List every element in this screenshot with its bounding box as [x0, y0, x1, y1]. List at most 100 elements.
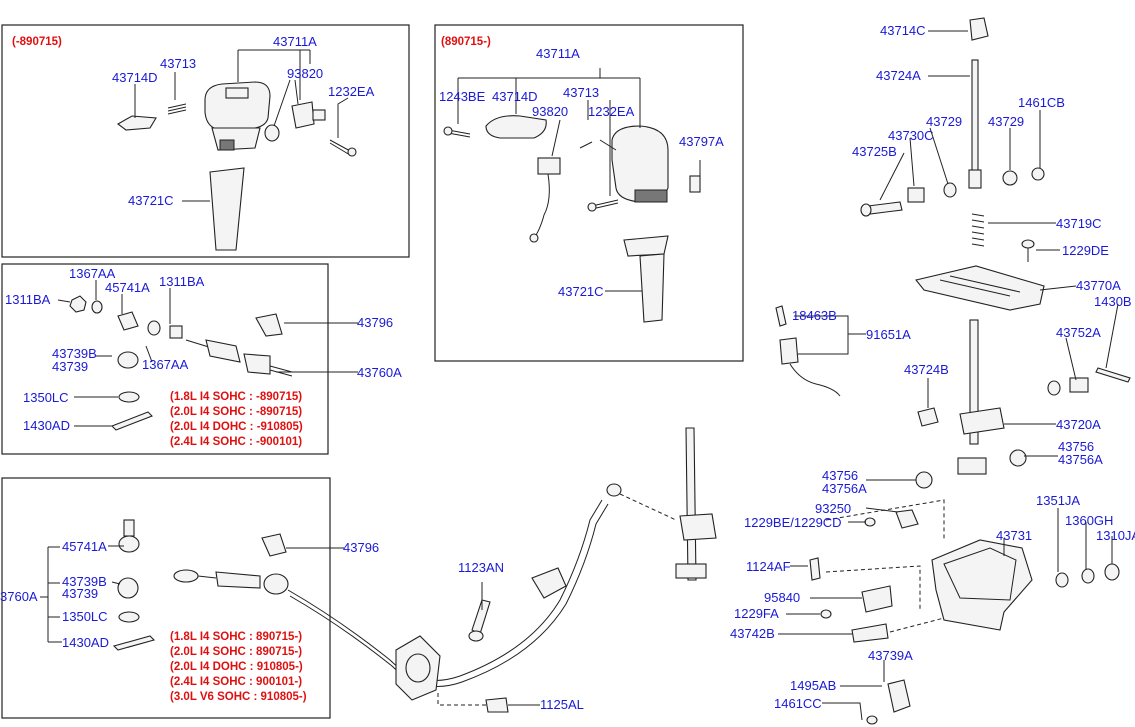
label-43711A: 43711A [273, 34, 317, 49]
shift-knob-late-part [611, 125, 669, 203]
pin-1430AD-part [111, 411, 153, 431]
rod-43724A-end [968, 169, 982, 189]
label-1430AD-late: 1430AD [62, 635, 109, 650]
screw-1243BE-head [443, 126, 453, 136]
label-95840: 95840 [764, 590, 800, 605]
label-1123AN: 1123AN [458, 560, 504, 575]
washer-43729-part [943, 182, 957, 198]
label-43731: 43731 [996, 528, 1032, 543]
label-1229FA: 1229FA [734, 606, 779, 621]
boot-late-top [623, 235, 669, 257]
note-4: (2.4L I4 SOHC : -900101) [170, 436, 302, 448]
clip-43796-part [255, 313, 283, 337]
clip-late-part [261, 533, 287, 557]
cap-43797A-part [689, 175, 701, 193]
lever-43720A-part [969, 319, 979, 445]
button-43714D-part [117, 115, 157, 131]
box2-frame [434, 24, 744, 362]
bushing-part [264, 124, 280, 142]
switch-93820-part [291, 101, 315, 129]
label-43739: 43739 [52, 359, 88, 374]
nut-1311BA-part [69, 295, 87, 313]
bushing-43756-b-part [1009, 449, 1027, 467]
knob-lower-part [211, 127, 261, 151]
bracket-45741A-part [117, 311, 139, 331]
bolt-1229DE-part [1021, 239, 1035, 249]
label-1430AD: 1430AD [23, 418, 70, 433]
box1-frame [1, 24, 410, 258]
spring-43713-part [167, 103, 187, 115]
box-shift-knob-early: (-890715) 43711A 43713 43714D 93820 1232… [1, 24, 410, 258]
washer-1351JA-part [1055, 572, 1069, 588]
cable-end-part [243, 353, 271, 375]
label-45741A-late: 45741A [62, 539, 107, 554]
label-1360GH: 1360GH [1065, 513, 1113, 528]
knob-button-window [225, 87, 249, 99]
clip-1461CB-part [1031, 167, 1045, 181]
note-late-4: (2.4L I4 SOHC : 900101-) [170, 676, 302, 688]
label-43719C: 43719C [1056, 216, 1102, 231]
label-43714C: 43714C [880, 23, 926, 38]
label-45741A: 45741A [105, 280, 150, 295]
knob-hole [219, 139, 235, 151]
nut-1311BA-b-part [169, 325, 183, 339]
label-1229BE-1229CD: 1229BE/1229CD [744, 515, 842, 530]
label-43797A: 43797A [679, 134, 724, 149]
box2-leaders [457, 68, 701, 292]
label-93250: 93250 [815, 501, 851, 516]
label-43720A: 43720A [1056, 417, 1101, 432]
label-43739B: 43739B [52, 346, 97, 361]
cable-line [269, 365, 293, 377]
note-2: (2.0L I4 SOHC : -890715) [170, 406, 302, 418]
label-43796: 43796 [357, 315, 393, 330]
screw-1229BE-part [864, 517, 876, 527]
label-43714D: 43714D [112, 70, 158, 85]
label-43770A: 43770A [1076, 278, 1121, 293]
pin-1430B-part [1095, 367, 1131, 383]
label-43729-b: 43729 [988, 114, 1024, 129]
note-3: (2.0L I4 DOHC : -910805) [170, 421, 303, 433]
box1-date-range: (-890715) [12, 36, 62, 48]
rod-43724A-part [971, 59, 979, 189]
washer-43752A-part [1047, 380, 1061, 396]
dashed-guide-a [619, 493, 677, 521]
shift-lever-assembly: 43714C 43724A 1461CB 43729 43729 43730C … [730, 17, 1135, 725]
label-93820: 93820 [287, 66, 323, 81]
washer-late-part [118, 611, 140, 623]
label-43724A: 43724A [876, 68, 921, 83]
switch-93820-late-part [537, 157, 561, 175]
label-43760A-late: 3760A [0, 589, 38, 604]
lever-43720A-bracket [959, 407, 1005, 435]
note-late-1: (1.8L I4 SOHC : 890715-) [170, 631, 302, 643]
switch-95840-part [861, 585, 893, 613]
cable-path-b [289, 503, 609, 687]
spring-43719C-part [971, 213, 985, 247]
knob-late-base [634, 189, 668, 203]
label-43796-late: 43796 [343, 540, 379, 555]
label-91651A: 91651A [866, 327, 911, 342]
bolt-43724B-part [917, 407, 939, 427]
label-1124AF: 1124AF [746, 559, 791, 574]
label-1310JA: 1310JA [1096, 528, 1135, 543]
label-43760A: 43760A [357, 365, 402, 380]
dashed-guide-b [437, 693, 486, 706]
box-cable-late: 45741A 43796 43739B 43739 3760A 1350LC 1… [0, 477, 379, 719]
label-1243BE: 1243BE [439, 89, 486, 104]
switch-wire [533, 173, 550, 239]
label-1351JA: 1351JA [1036, 493, 1080, 508]
label-1229DE: 1229DE [1062, 243, 1109, 258]
note-late-5: (3.0L V6 SOHC : 910805-) [170, 691, 307, 703]
plate-slots [939, 275, 1021, 297]
bracket-43739A-part [887, 679, 911, 713]
cable-adjuster-part [205, 339, 241, 363]
cable-rod-late [197, 575, 217, 579]
bolt-1123AN-part [471, 599, 491, 635]
washer-1350LC-part [118, 391, 140, 403]
plate-43770A-part [915, 265, 1045, 311]
label-43756-a: 43756 [1058, 439, 1094, 454]
box1-leaders [134, 49, 349, 202]
label-43729-a: 43729 [926, 114, 962, 129]
label-43756A-b: 43756A [822, 481, 867, 496]
label-43714D-late: 43714D [492, 89, 538, 104]
boot-late-part [639, 253, 665, 323]
